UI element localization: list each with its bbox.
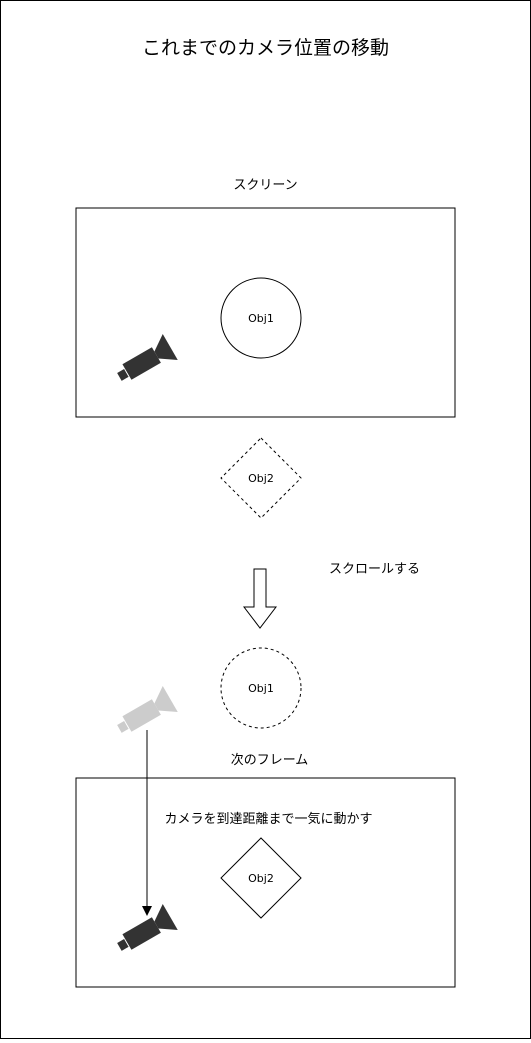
- obj1-label: Obj1: [248, 312, 274, 325]
- obj2-label: Obj2: [248, 872, 274, 885]
- obj2-offscreen-label: Obj2: [248, 472, 274, 485]
- obj2-offscreen-diamond: [220, 437, 302, 519]
- obj1-previous-label: Obj1: [248, 682, 274, 695]
- video-camera-moved-icon: [117, 904, 178, 951]
- diagram-title: これまでのカメラ位置の移動: [142, 37, 389, 59]
- next-frame-label: 次のフレーム: [231, 752, 309, 768]
- scroll-label: スクロールする: [329, 562, 420, 577]
- camera-move-annotation: カメラを到達距離まで一気に動かす: [164, 811, 372, 827]
- video-camera-ghost-icon: [117, 686, 178, 733]
- obj2-diamond: [220, 837, 302, 919]
- down-arrow-icon: [242, 568, 278, 629]
- video-camera-icon: [117, 334, 178, 381]
- obj1-previous-circle: [220, 647, 302, 729]
- screen-label: スクリーン: [233, 178, 297, 193]
- obj1-circle: [220, 277, 302, 359]
